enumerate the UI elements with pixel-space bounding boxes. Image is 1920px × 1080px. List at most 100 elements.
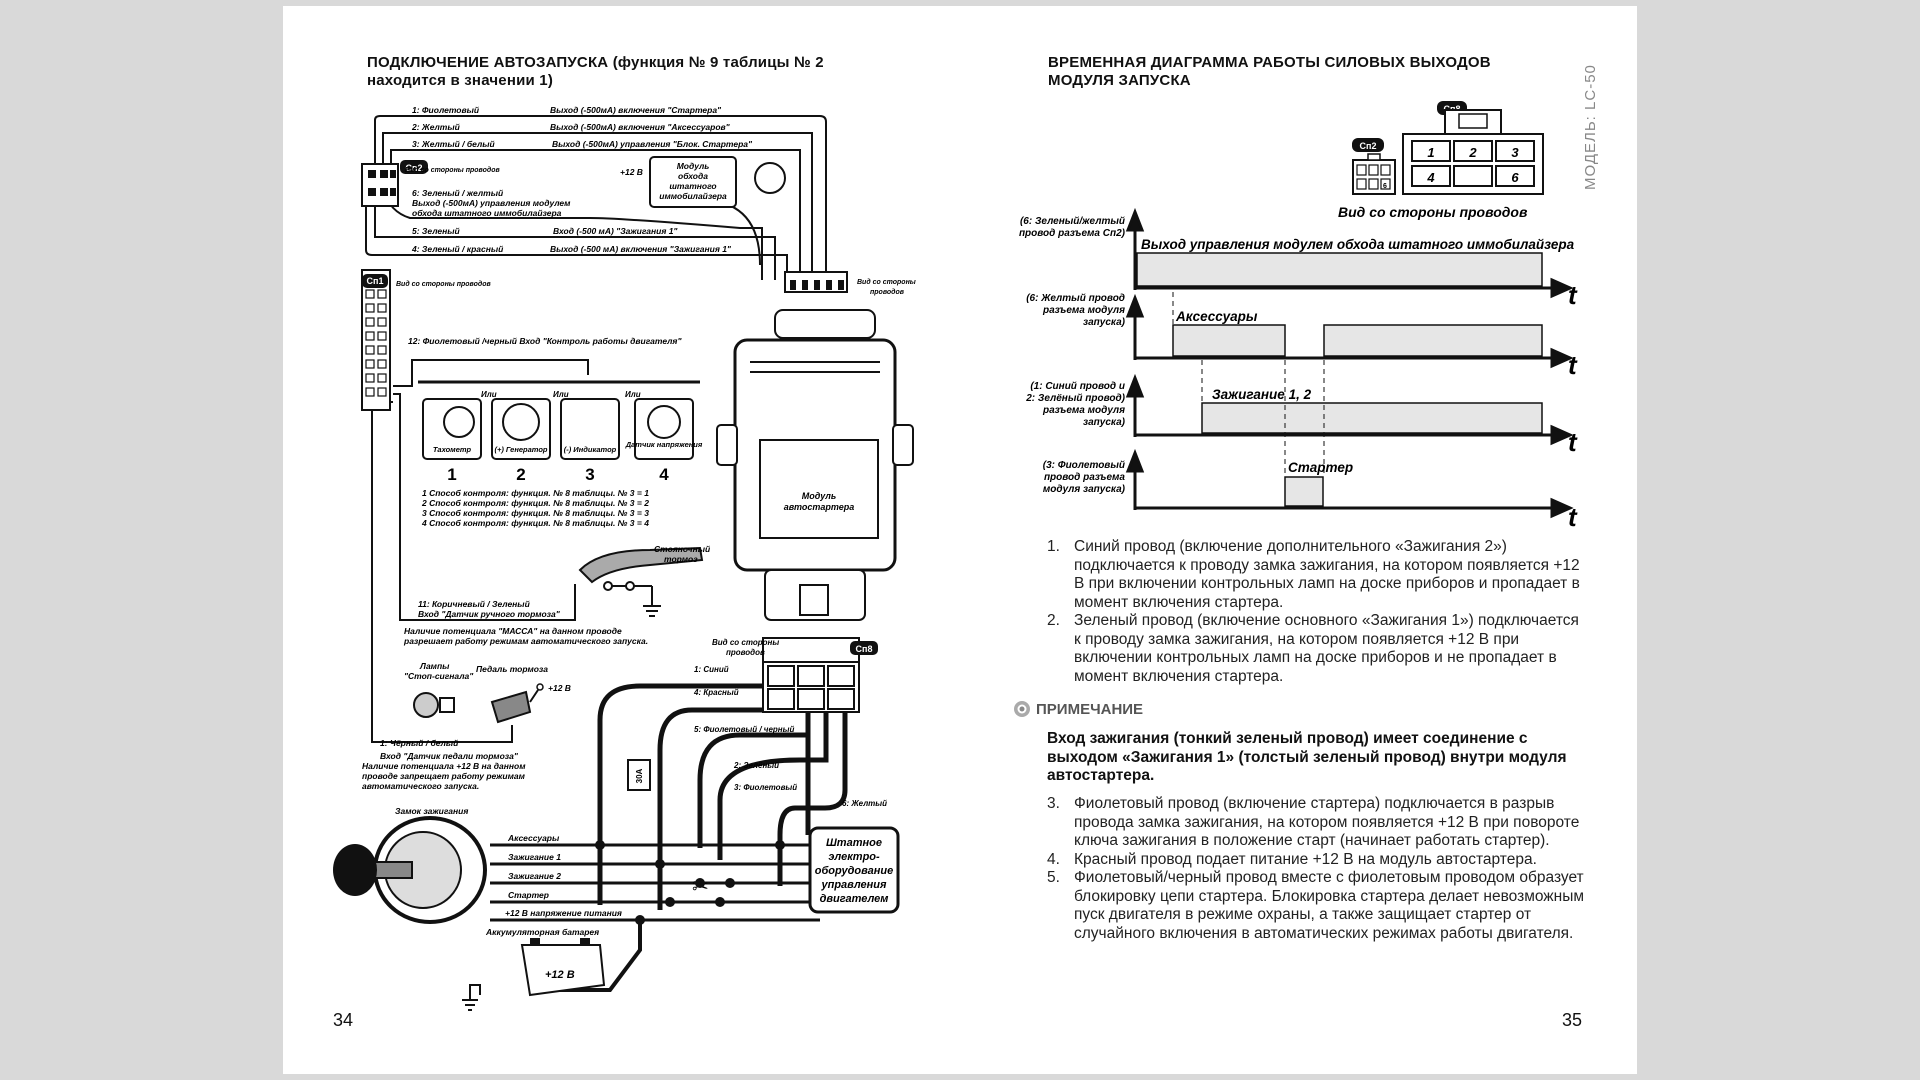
wire-top-1-label: 1: Фиолетовый — [412, 105, 480, 115]
parking-brake-label-1: Стояночный — [654, 544, 711, 554]
row2-label-2: разъема модуля — [1042, 305, 1125, 316]
row3-label-3: разъема модуля — [1042, 405, 1125, 416]
battery-icon: +12 В — [520, 938, 606, 997]
ign-line-power: +12 В напряжение питания — [505, 908, 622, 918]
note-item-4: 4.Красный провод подает питание +12 В на… — [1047, 850, 1537, 868]
mass-note-1: Наличие потенциала "МАССА" на данном про… — [404, 626, 622, 636]
ili-1: Или — [481, 390, 497, 399]
svg-text:электро-: электро- — [828, 851, 880, 863]
wire-top-2-desc: Выход (-500мА) включения "Аксессуаров" — [550, 122, 731, 132]
signal-immo: Выход управления модулем обхода штатного… — [1141, 237, 1575, 252]
cn2-connector-left: Сп2 — [361, 160, 428, 207]
sensor-tachometer: Тахометр — [433, 445, 472, 454]
svg-text:обхода: обхода — [678, 171, 708, 181]
wire-top-1-desc: Выход (-500мА) включения "Стартера" — [550, 105, 722, 115]
cn8-pin-1: 1 — [1427, 145, 1434, 160]
brake-lamps-label-2: "Стоп-сигнала" — [404, 671, 474, 681]
ignition-lock-label: Замок зажигания — [395, 806, 468, 816]
ili-3: Или — [625, 390, 641, 399]
signal-starter: Стартер — [1288, 460, 1353, 475]
svg-text:двигателем: двигателем — [820, 893, 889, 905]
wire1-note-2: Наличие потенциала +12 В на данном — [362, 761, 526, 771]
wire1-note-4: автоматического запуска. — [362, 781, 479, 791]
method-2: 2 Способ контроля: функция. № 8 таблицы.… — [421, 498, 649, 508]
pulse-ignition — [1201, 402, 1543, 434]
wire-top-3-desc: Выход (-500мА) управления "Блок. Стартер… — [552, 139, 753, 149]
left-title-line2: находится в значении 1) — [367, 72, 554, 89]
svg-text:автостартера: автостартера — [784, 502, 855, 512]
parking-brake-label-2: тормоз — [664, 554, 698, 564]
wire-top-6-label: 6: Зеленый / желтый — [412, 188, 504, 198]
immo-plus12: +12 В — [620, 167, 643, 177]
timing-diagram: Сп2 6 Сп8 1 2 3 4 6 Вид со стороны прово… — [1019, 101, 1578, 532]
t-label-1: t — [1568, 280, 1578, 310]
row3-label-4: запуска) — [1083, 417, 1126, 428]
row3-label-2: 2: Зелёный провод) — [1025, 393, 1125, 404]
note-text: Вход зажигания (тонкий зеленый провод) и… — [1047, 730, 1567, 784]
cn2-label-right: Сп2 — [1360, 141, 1377, 151]
brake-pedal-icon — [490, 683, 544, 724]
svg-text:Штатное: Штатное — [826, 837, 882, 849]
svg-text:оборудование: оборудование — [815, 865, 893, 877]
wire11-label: 11: Коричневый / Зеленый — [418, 599, 531, 609]
row4-label-3: модуля запуска) — [1043, 484, 1126, 495]
ign-line-starter: Стартер — [508, 890, 549, 900]
cn8-wire-side-2: проводов — [726, 648, 765, 657]
method-1: 1 Способ контроля: функция. № 8 таблицы.… — [422, 488, 649, 498]
sensor-num-3: 3 — [585, 465, 594, 484]
t-label-2: t — [1568, 350, 1578, 380]
battery-plus12: +12 В — [545, 969, 575, 981]
ignition-lock-icon — [333, 816, 487, 924]
top-conn-wire-side-1: Вид со стороны — [857, 278, 916, 286]
engine-equipment-box: Штатное электро- оборудование управления… — [808, 826, 900, 914]
cn8-wire-2: 2: Зелёный — [733, 761, 779, 770]
cn8-connector-right: Сп8 1 2 3 4 6 — [1402, 101, 1544, 195]
row1-label-2: провод разъема Сп2) — [1019, 228, 1126, 239]
brake-lamps-label-1: Лампы — [419, 661, 450, 671]
brake-lamp-icon — [413, 692, 455, 718]
autostart-module: Модуль автостартера — [716, 309, 914, 621]
note-header: ПРИМЕЧАНИЕ — [1012, 699, 1143, 719]
wire-top-5-label: 5: Зеленый — [412, 226, 461, 236]
ign-line-ign2: Зажигание 2 — [508, 871, 561, 881]
connector-caption: Вид со стороны проводов — [1338, 204, 1528, 220]
note-bullet-icon — [1014, 701, 1030, 717]
pulse-accessories-2 — [1323, 324, 1543, 357]
cn8-pin-4: 4 — [1426, 170, 1435, 185]
notes-list-a: 1.Синий провод (включение дополнительног… — [1047, 538, 1587, 686]
cn8-wire-3: 3: Фиолетовый — [734, 783, 797, 792]
row2-label-1: (6: Желтый провод — [1026, 293, 1125, 304]
wire12-label: 12: Фиолетовый /черный Вход "Контроль ра… — [408, 336, 682, 346]
brake-plus12: +12 В — [548, 683, 571, 693]
row4-label-1: (3: Фиолетовый — [1043, 460, 1125, 471]
t-label-3: t — [1568, 427, 1578, 457]
method-3: 3 Способ контроля: функция. № 8 таблицы.… — [422, 508, 649, 518]
right-title-line1: ВРЕМЕННАЯ ДИАГРАММА РАБОТЫ СИЛОВЫХ ВЫХОД… — [1048, 54, 1491, 71]
notes-list-b: 3.Фиолетовый провод (включение стартера)… — [1047, 795, 1587, 943]
cn1-wire-side: Вид со стороны проводов — [396, 280, 491, 288]
left-title-line1: ПОДКЛЮЧЕНИЕ АВТОЗАПУСКА (функция № 9 таб… — [367, 54, 824, 71]
method-4: 4 Способ контроля: функция. № 8 таблицы.… — [421, 518, 649, 528]
note-item-2: 2.Зеленый провод (включение основного «З… — [1047, 612, 1579, 685]
note-item-3: 3.Фиолетовый провод (включение стартера)… — [1047, 795, 1580, 849]
wire-top-6-desc2: обхода штатного иммобилайзера — [412, 208, 562, 218]
row3-label-1: (1: Синий провод и — [1030, 381, 1125, 392]
sensor-num-2: 2 — [516, 465, 525, 484]
cn8-wire-6: 6: Желтый — [842, 799, 887, 808]
cn8-pin-3: 3 — [1511, 145, 1519, 160]
cn8-wire-side-1: Вид со стороны — [712, 638, 779, 647]
cn8-wire-1: 1: Синий — [694, 665, 729, 674]
page-number-right: 35 — [1562, 1010, 1583, 1030]
wire11-desc: Вход "Датчик ручного тормоза" — [418, 609, 561, 619]
wire-top-2-label: 2: Желтый — [411, 122, 461, 132]
signal-ignition: Зажигание 1, 2 — [1212, 387, 1312, 402]
sensor-num-1: 1 — [447, 465, 456, 484]
brake-pedal-label: Педаль тормоза — [476, 664, 548, 674]
model-vertical-label: МОДЕЛЬ: LC-50 — [1582, 64, 1599, 190]
immo-bypass-module: Модуль обхода штатного иммобилайзера — [649, 156, 786, 208]
pulse-starter — [1284, 476, 1324, 507]
cn2-wire-side: Вид со стороны проводов — [405, 166, 500, 174]
cn1-connector: Сп1 — [361, 269, 391, 411]
ign-line-accessories: Аксессуары — [507, 833, 560, 843]
ign-line-ign1: Зажигание 1 — [508, 852, 561, 862]
